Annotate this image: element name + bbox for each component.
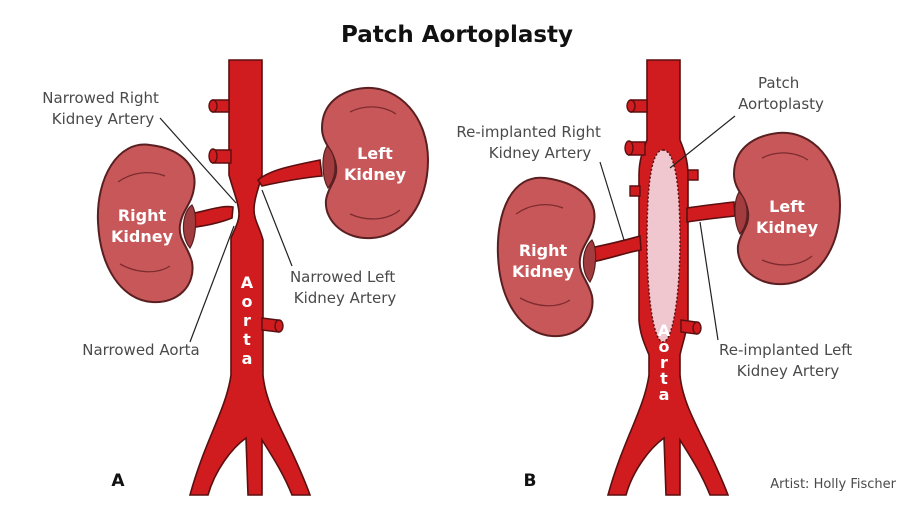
reimplanted-left-artery (686, 201, 736, 223)
panel-b-letter: B (524, 471, 537, 491)
label-narrowed-aorta: Narrowed Aorta (82, 341, 200, 359)
branch-end-a1 (208, 99, 218, 113)
patch-aortoplasty-graft (646, 149, 681, 343)
left-crease-b2 (761, 255, 813, 266)
svg-text:r: r (243, 311, 251, 330)
svg-text:r: r (660, 353, 668, 372)
right-crease-b2 (519, 297, 571, 307)
branch-stub-b4 (687, 169, 699, 181)
left-crease-a2 (349, 209, 401, 220)
branch-end-a2 (208, 148, 218, 164)
label-narrowed-right-artery: Narrowed Right Kidney Artery (42, 89, 163, 128)
label-reimplanted-right: Re-implanted Right Kidney Artery (456, 123, 605, 162)
right-hilum-b (582, 239, 597, 284)
panel-a-letter: A (111, 471, 125, 491)
branch-end-a3 (274, 319, 284, 333)
svg-text:o: o (659, 337, 670, 356)
aorta-text-a: A o r t a (241, 273, 254, 368)
label-narrowed-left-artery: Narrowed Left Kidney Artery (290, 268, 400, 307)
left-crease-a (349, 106, 397, 115)
pointer-narrowed-right (159, 117, 237, 204)
pointer-narrowed-left (261, 189, 293, 267)
svg-text:a: a (242, 349, 253, 368)
left-hilum-a (322, 145, 336, 190)
branch-end-b5 (692, 321, 702, 335)
pointer-narrowed-aorta (189, 225, 235, 343)
label-reimplanted-left: Re-implanted Left Kidney Artery (719, 341, 857, 380)
artist-credit: Artist: Holly Fischer (770, 477, 896, 492)
right-kidney-a (96, 143, 196, 304)
aorta-a (188, 59, 312, 496)
pointer-reimplanted-left (699, 221, 719, 341)
svg-text:t: t (243, 330, 251, 349)
right-crease-b (515, 203, 564, 215)
branch-end-b1 (626, 99, 636, 113)
left-kidney-b (732, 131, 842, 286)
svg-text:A: A (241, 273, 254, 292)
left-crease-b (761, 152, 809, 161)
pointer-reimplanted-right (599, 161, 625, 241)
reimplanted-right-artery (589, 234, 642, 263)
svg-text:o: o (242, 292, 253, 311)
left-kidney-artery-a (256, 159, 323, 187)
svg-text:a: a (659, 385, 670, 404)
right-hilum-a (182, 204, 197, 250)
right-crease-a2 (119, 263, 171, 273)
left-kidney-a (320, 86, 430, 240)
diagram-title: Patch Aortoplasty (341, 22, 573, 48)
svg-text:t: t (660, 369, 668, 388)
right-kidney-b (496, 176, 596, 338)
aorta-text-b: A o r t a (658, 321, 671, 404)
branch-end-b2 (624, 140, 634, 156)
label-patch-aortoplasty: Patch Aortoplasty (738, 74, 824, 113)
pointer-patch (669, 115, 736, 169)
left-hilum-b (734, 191, 748, 236)
svg-text:A: A (658, 321, 671, 340)
right-crease-a (117, 171, 166, 183)
branch-stub-b3 (629, 185, 641, 197)
